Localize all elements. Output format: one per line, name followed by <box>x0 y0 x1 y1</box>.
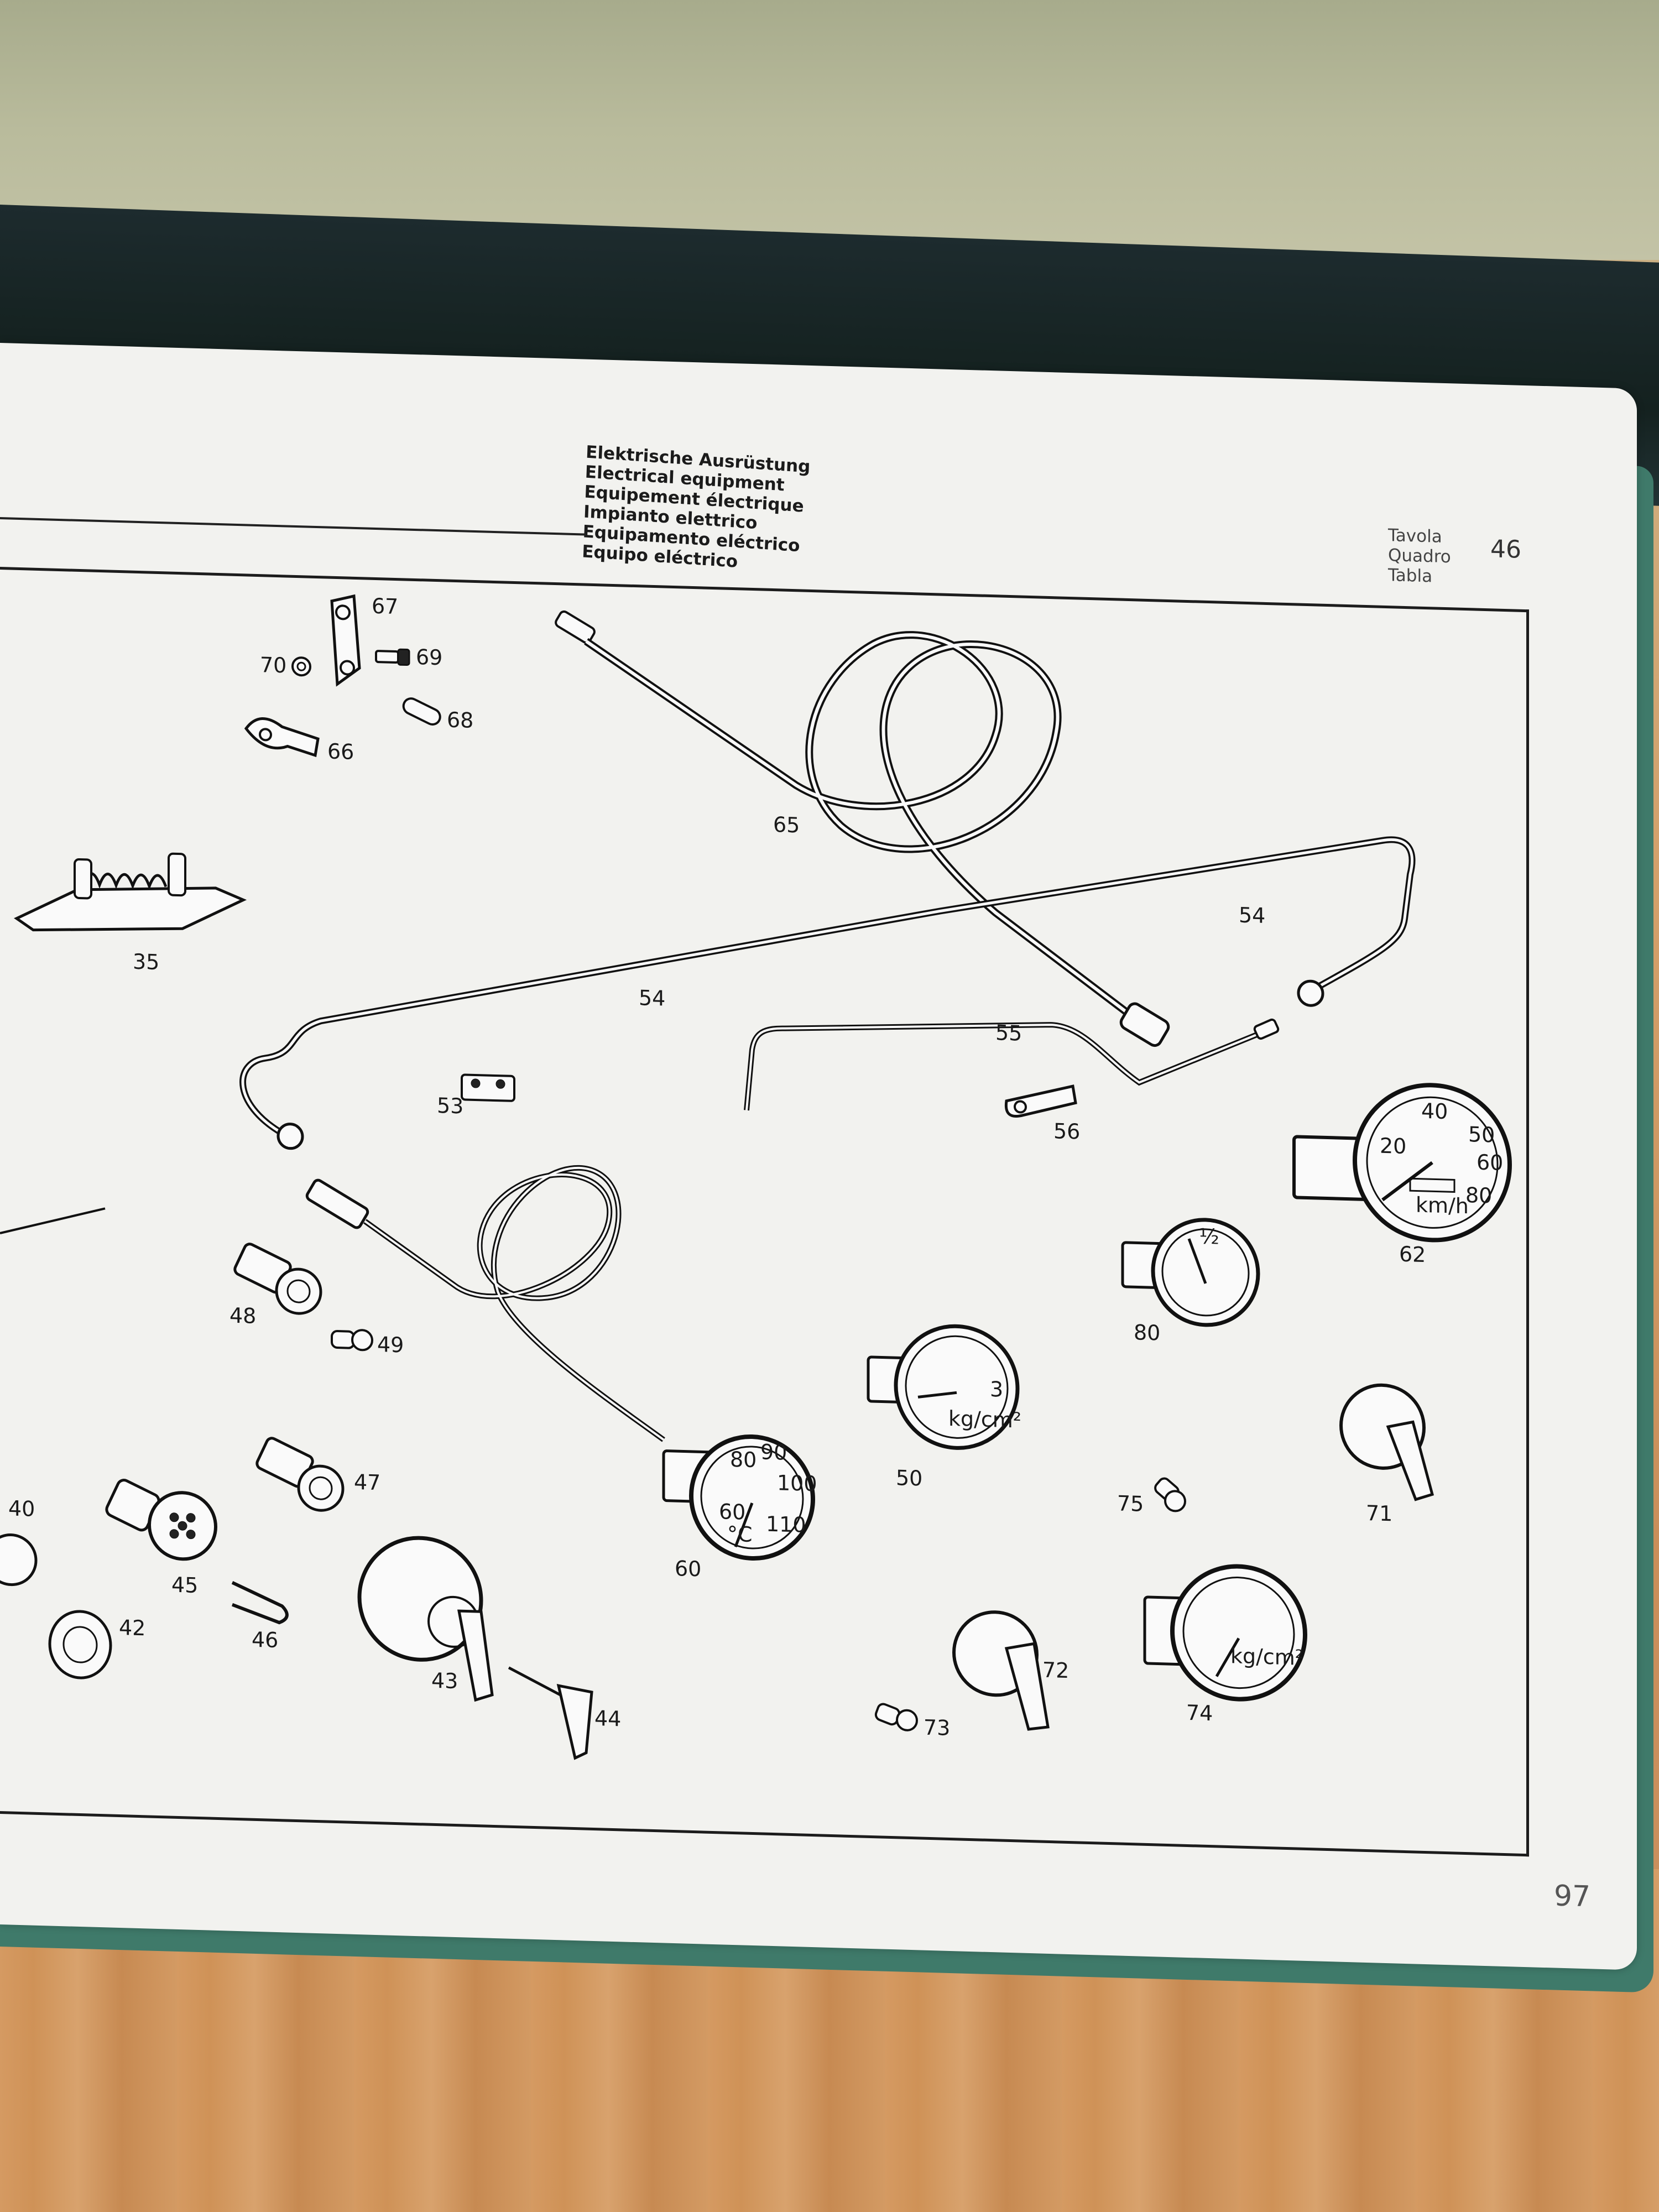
fuel-mark-half: ½ <box>1199 1224 1219 1249</box>
speedo-mark-80: 80 <box>1465 1183 1492 1208</box>
part-50-oil-pressure-gauge-icon: kg/cm² 3 <box>867 1324 1021 1450</box>
oil-gauge-unit: kg/cm² <box>948 1406 1021 1433</box>
part-35-resistor-icon <box>14 852 247 932</box>
page-title: Elektrische Ausrüstung Electrical equipm… <box>582 442 896 582</box>
callout-48: 48 <box>229 1303 256 1328</box>
plate-reference: Tavola Quadro Tabla 46 <box>1388 525 1521 588</box>
callout-75: 75 <box>1117 1491 1144 1516</box>
callout-49: 49 <box>377 1332 404 1357</box>
callout-55: 55 <box>995 1020 1022 1045</box>
header-rule <box>0 517 586 536</box>
callout-71: 71 <box>1366 1501 1392 1526</box>
part-75-bulb-icon <box>1154 1477 1186 1512</box>
callout-70: 70 <box>260 653 286 677</box>
exploded-parts-diagram: 67 69 70 68 66 <box>0 594 1512 1760</box>
callout-45: 45 <box>171 1573 198 1598</box>
part-73-bulb-icon <box>874 1703 918 1731</box>
part-65-speedometer-cable-icon <box>555 610 1170 1047</box>
temp-mark-100: 100 <box>777 1470 817 1496</box>
speedo-unit: km/h <box>1416 1193 1469 1219</box>
callout-74: 74 <box>1186 1700 1213 1725</box>
callout-80: 80 <box>1134 1320 1160 1345</box>
part-44-key-icon <box>508 1666 593 1760</box>
part-60-temperature-gauge-icon: 60 80 90 100 110 °C <box>662 1434 817 1561</box>
part-70-nut-icon <box>291 656 311 677</box>
temp-mark-60: 60 <box>719 1499 745 1524</box>
callout-69: 69 <box>416 645 442 670</box>
part-47-knob-icon <box>255 1437 345 1512</box>
part-66-clip-icon <box>244 717 320 758</box>
part-69-bolt-icon <box>375 648 410 666</box>
part-46-spring-clip-icon <box>231 1581 289 1625</box>
speedo-mark-60: 60 <box>1477 1150 1503 1175</box>
callout-42: 42 <box>119 1615 145 1640</box>
callout-68: 68 <box>447 708 473 733</box>
part-49-temperature-capillary-icon <box>305 1165 665 1442</box>
speedo-mark-50: 50 <box>1468 1122 1495 1147</box>
oil-gauge-mark-3: 3 <box>990 1377 1003 1402</box>
callout-40: 40 <box>8 1496 35 1521</box>
pressure-gauge-unit: kg/cm² <box>1230 1644 1303 1670</box>
callout-50: 50 <box>896 1465 922 1490</box>
part-80-fuel-gauge-icon: ½ <box>1121 1218 1260 1327</box>
callout-56: 56 <box>1053 1119 1080 1144</box>
speedo-mark-40: 40 <box>1421 1099 1448 1124</box>
callout-66: 66 <box>327 739 354 764</box>
part-54-oil-line-icon <box>239 836 1416 1150</box>
part-71-toggle-switch-icon <box>1339 1383 1434 1501</box>
temp-mark-90: 90 <box>760 1439 787 1464</box>
callout-73: 73 <box>924 1715 950 1740</box>
callout-65: 65 <box>773 812 800 837</box>
callout-72: 72 <box>1042 1658 1069 1683</box>
temp-mark-110: 110 <box>766 1512 806 1537</box>
part-42-washer-icon <box>48 1610 112 1679</box>
part-56-clip-icon <box>1004 1084 1077 1118</box>
callout-35: 35 <box>133 950 159 974</box>
part-72-toggle-switch-icon <box>952 1610 1050 1731</box>
speedo-mark-20: 20 <box>1380 1134 1406 1159</box>
callout-44: 44 <box>594 1706 621 1731</box>
catalog-page: Elektrische Ausrüstung Electrical equipm… <box>0 343 1637 1970</box>
plate-number: 46 <box>1490 535 1521 564</box>
part-43-ignition-switch-icon <box>357 1536 494 1702</box>
part-49-bulb-icon <box>331 1329 373 1352</box>
callout-67: 67 <box>372 594 398 619</box>
callout-46: 46 <box>252 1627 278 1652</box>
callout-54-left: 54 <box>639 985 665 1010</box>
part-68-sleeve-icon <box>402 697 441 726</box>
diagram-frame: 67 69 70 68 66 <box>0 567 1529 1857</box>
callout-60: 60 <box>675 1556 701 1581</box>
part-53-terminal-block-icon <box>461 1073 515 1102</box>
callout-53: 53 <box>437 1093 463 1118</box>
part-74-pressure-gauge-icon: kg/cm² <box>1143 1564 1307 1702</box>
callout-47: 47 <box>354 1470 380 1495</box>
part-rod-icon <box>0 1207 106 1234</box>
part-62-speedometer-icon: 40 20 50 60 80 km/h <box>1292 1083 1512 1243</box>
page-number: 97 <box>1554 1879 1591 1914</box>
temp-mark-80: 80 <box>730 1447 757 1472</box>
callout-62: 62 <box>1399 1242 1426 1267</box>
part-48-knob-icon <box>233 1243 322 1315</box>
plate-label-tabla: Tabla <box>1388 565 1433 587</box>
part-40-lamp-icon <box>0 1533 38 1587</box>
part-55-line-icon <box>744 1018 1280 1111</box>
callout-43: 43 <box>431 1668 458 1693</box>
temp-unit: °C <box>727 1522 753 1547</box>
callout-54-right: 54 <box>1239 903 1265 928</box>
part-45-connector-icon <box>105 1479 217 1561</box>
part-67-bracket-icon <box>330 594 361 687</box>
